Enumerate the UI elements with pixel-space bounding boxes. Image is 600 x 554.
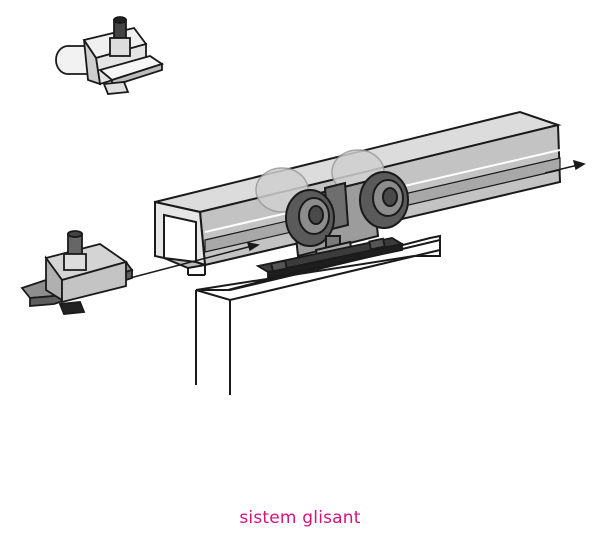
roller-carriage [255, 149, 409, 262]
door-bracket [255, 237, 405, 280]
end-stop-detail [55, 16, 165, 95]
direction-arrow [129, 159, 586, 279]
diagram-caption: sistem glisant [239, 508, 361, 528]
end-stop-mounted [20, 230, 134, 315]
